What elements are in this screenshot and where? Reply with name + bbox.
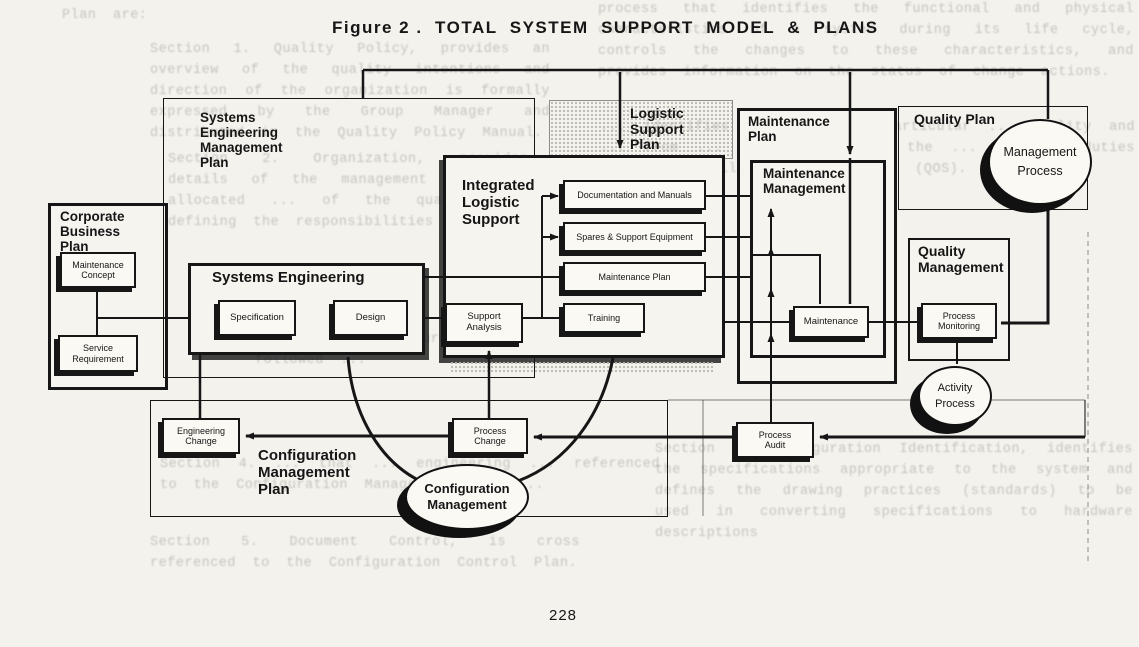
process-monitoring-box: Process Monitoring	[921, 303, 997, 339]
ghost-text: Plan are:	[62, 8, 148, 23]
support-analysis-box: Support Analysis	[445, 303, 523, 343]
semp-label: Systems Engineering Management Plan	[200, 110, 283, 171]
specification-box: Specification	[218, 300, 296, 336]
documentation-and-manuals-box: Documentation and Manuals	[563, 180, 706, 210]
ghost-text: Section 5. Document Control, is cross re…	[150, 535, 580, 571]
quality-management-label: Quality Management	[918, 243, 1004, 275]
logistic-support-plan-box	[549, 100, 733, 159]
ils-shadow-shading	[450, 361, 715, 374]
maintenance-management-label: Maintenance Management	[763, 166, 846, 197]
systems-engineering-label: Systems Engineering	[212, 269, 365, 286]
page-number: 228	[549, 607, 578, 624]
spares-support-equipment-box: Spares & Support Equipment	[563, 222, 706, 252]
ils-label: Integrated Logistic Support	[462, 177, 535, 228]
process-audit-box: Process Audit	[736, 422, 814, 458]
logistic-support-plan-label: Logistic Support Plan	[630, 105, 684, 153]
ghost-text: Section 1. Quality Policy, provides an o…	[150, 42, 550, 141]
figure-title: Figure 2 . TOTAL SYSTEM SUPPORT MODEL & …	[332, 18, 879, 37]
maintenance-plan-row-box: Maintenance Plan	[563, 262, 706, 292]
quality-plan-label: Quality Plan	[914, 111, 995, 127]
training-box: Training	[563, 303, 645, 333]
activity-process-ellipse: Activity Process	[910, 366, 992, 434]
quality-management-box	[908, 238, 1010, 361]
maintenance-box: Maintenance	[793, 306, 869, 338]
maintenance-plan-label: Maintenance Plan	[748, 114, 830, 145]
ghost-text: process that identifies the functional a…	[598, 2, 1134, 80]
maintenance-concept-box: Maintenance Concept	[60, 252, 136, 288]
service-requirement-box: Service Requirement	[58, 335, 138, 372]
ghost-text: Section 2. Organization, provides detail…	[168, 152, 528, 230]
configuration-management-plan-label: Configuration Management Plan	[258, 447, 357, 498]
engineering-change-box: Engineering Change	[162, 418, 240, 454]
configuration-management-ellipse: Configuration Management	[397, 464, 529, 538]
management-process-ellipse: Management Process	[980, 119, 1092, 213]
process-change-box: Process Change	[452, 418, 528, 454]
maintenance-plan-box	[737, 108, 897, 384]
maintenance-management-box	[750, 160, 886, 358]
design-box: Design	[333, 300, 408, 336]
corporate-business-plan-label: Corporate Business Plan	[60, 209, 125, 255]
